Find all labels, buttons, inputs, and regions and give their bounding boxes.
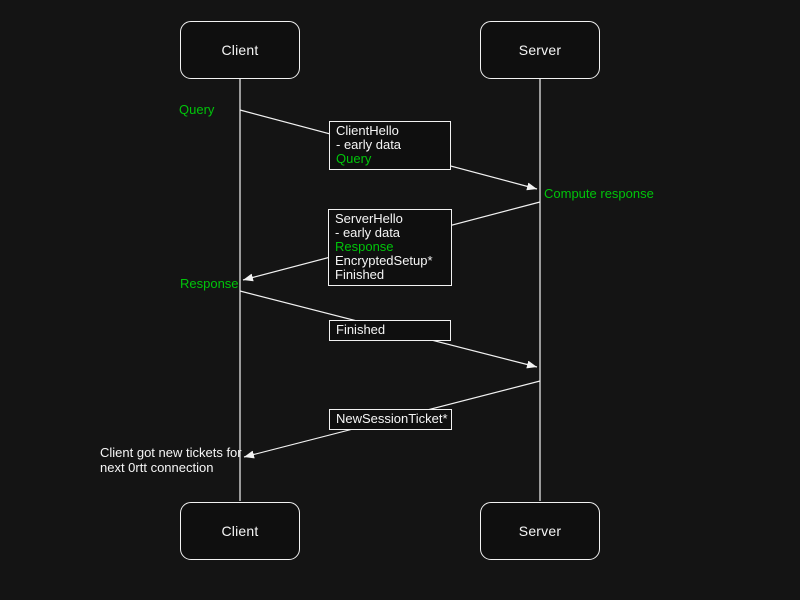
message-line: Response [335,239,394,254]
actor-server-top: Server [480,21,600,79]
message-line: Finished [335,267,385,282]
message-line: NewSessionTicket* [336,411,448,426]
message-line: - early data [336,137,402,152]
message-line: Query [336,151,372,166]
message-box-newsessionticket: NewSessionTicket* [329,409,452,430]
actor-client-bottom: Client [180,502,300,560]
label-compute-response: Compute response [544,186,654,201]
message-box-serverhello: ServerHello - early data Response Encryp… [328,209,452,286]
actor-server-bottom: Server [480,502,600,560]
message-line: ClientHello [336,123,399,138]
label-response: Response [180,276,239,291]
message-box-clienthello: ClientHello - early data Query [329,121,451,170]
actor-label: Server [518,42,562,58]
message-line: - early data [335,225,401,240]
actor-label: Server [518,523,562,539]
label-query: Query [179,102,215,117]
actor-client-top: Client [180,21,300,79]
actor-label: Client [221,42,259,58]
message-line: Finished [336,322,386,337]
message-line: EncryptedSetup* [335,253,433,268]
message-line: ServerHello [335,211,403,226]
actor-label: Client [221,523,259,539]
note-line: next 0rtt connection [100,460,214,475]
note-new-tickets: Client got new tickets for next 0rtt con… [100,445,242,475]
message-box-finished: Finished [329,320,451,341]
note-line: Client got new tickets for [100,445,242,460]
